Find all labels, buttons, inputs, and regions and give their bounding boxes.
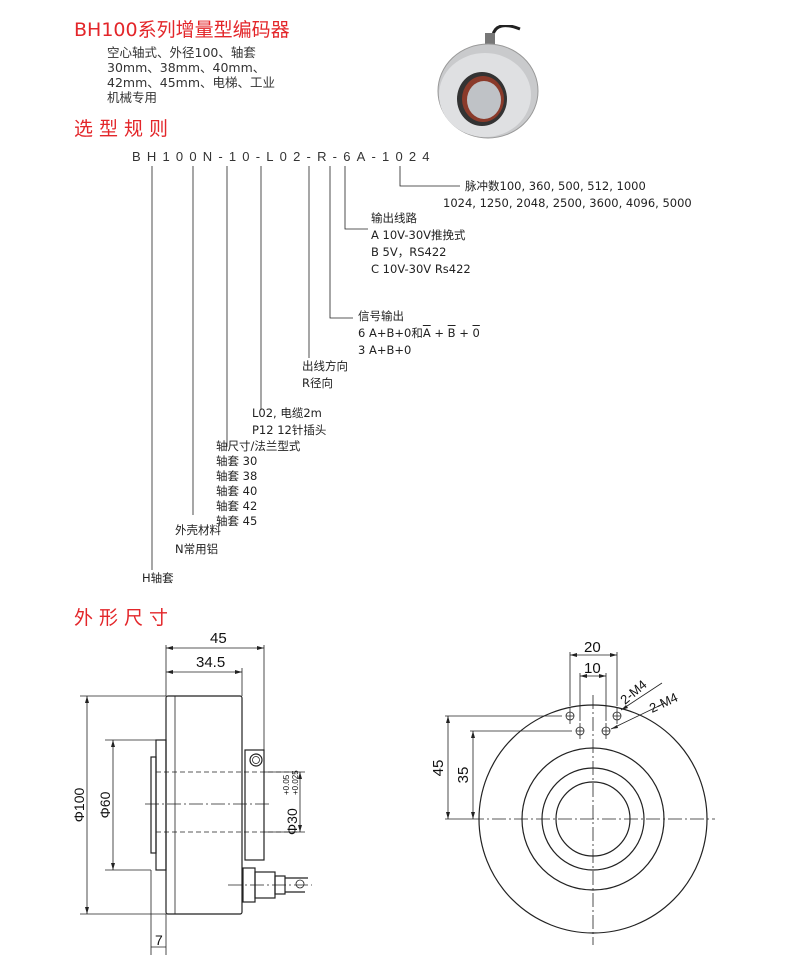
shaft-option: 轴套 45: [216, 514, 258, 528]
dim-7: 7: [155, 932, 163, 948]
connection-option: P12 12针插头: [252, 423, 327, 437]
dim-20: 20: [584, 639, 601, 656]
desc-line: 机械专用: [107, 90, 158, 105]
label-2-m4-b: 2-M4: [647, 690, 680, 716]
model-code: BH100N-10-L02-R-6A-1024: [132, 149, 436, 164]
dim-35: 35: [455, 767, 472, 784]
dim-45-front: 45: [430, 760, 447, 777]
encoder-photo: [437, 25, 539, 139]
signal-text: 6 A+B+0和: [358, 326, 423, 340]
desc-line: 空心轴式、外径100、轴套: [107, 45, 256, 60]
signal-option-3: 3 A+B+0: [358, 343, 412, 357]
signal-b-bar: B: [447, 326, 456, 340]
shaft-option: 轴套 30: [216, 454, 258, 468]
connection-option: L02, 电缆2m: [252, 406, 322, 420]
connection: L02, 电缆2m P12 12针插头: [252, 405, 326, 439]
pulses-line2: 1024, 1250, 2048, 2500, 3600, 4096, 5000: [443, 196, 692, 210]
front-view-drawing: 20 10 2-M4 2-M4 45 35: [430, 639, 715, 945]
output-circuit-title: 输出线路: [371, 211, 417, 225]
signal-output-title: 信号输出: [358, 309, 404, 323]
pulses-line1: 脉冲数100, 360, 500, 512, 1000: [465, 179, 646, 193]
dim-34-5: 34.5: [196, 654, 225, 671]
output-circuit: 输出线路 A 10V-30V推挽式 B 5V，RS422 C 10V-30V R…: [371, 210, 471, 278]
dim-phi30: Φ30: [284, 808, 300, 835]
product-title: BH100系列增量型编码器: [74, 19, 290, 41]
housing-option: N常用铝: [175, 542, 219, 556]
desc-line: 42mm、45mm、电梯、工业: [107, 75, 276, 90]
selection-heading: 选型规则: [74, 118, 175, 140]
dim-phi60: Φ60: [97, 791, 113, 818]
output-option: C 10V-30V Rs422: [371, 262, 471, 276]
tol-lower: +0.025: [291, 770, 300, 795]
label-2-m4-a: 2-M4: [617, 677, 649, 708]
tol-upper: +0.05: [282, 774, 291, 795]
selection-tree-lines: [151, 166, 460, 570]
signal-option-6: 6 A+B+0和A + B + 0: [358, 326, 480, 340]
housing-title: 外壳材料: [175, 523, 221, 537]
cable-direction-title: 出线方向: [302, 359, 348, 373]
dim-phi100: Φ100: [71, 788, 87, 823]
signal-output: 信号输出 6 A+B+0和A + B + 0 3 A+B+0: [358, 308, 480, 359]
dimensions-heading: 外形尺寸: [74, 607, 175, 629]
shaft-title: 轴尺寸/法兰型式: [216, 439, 301, 453]
desc-line: 30mm、38mm、40mm、: [107, 60, 266, 75]
signal-a-bar: A: [422, 326, 431, 340]
dim-45: 45: [210, 630, 227, 647]
cable-direction-option: R径向: [302, 376, 333, 390]
output-option: B 5V，RS422: [371, 245, 447, 259]
product-description: 空心轴式、外径100、轴套 30mm、38mm、40mm、 42mm、45mm、…: [107, 45, 275, 105]
shaft-option: 轴套 42: [216, 499, 258, 513]
output-option: A 10V-30V推挽式: [371, 228, 466, 242]
housing-material: 外壳材料 N常用铝: [175, 521, 221, 559]
dim-10: 10: [584, 660, 601, 677]
signal-0-bar: 0: [472, 326, 480, 340]
shaft-option: 轴套 40: [216, 484, 258, 498]
side-view-drawing: 45 34.5 Φ100 Φ60 Φ30 +0.05 +0.025 7: [71, 630, 312, 955]
shaft-size: 轴尺寸/法兰型式 轴套 30 轴套 38 轴套 40 轴套 42 轴套 45: [216, 439, 300, 529]
type-h: H轴套: [142, 571, 174, 585]
cable-direction: 出线方向 R径向: [302, 358, 348, 392]
shaft-option: 轴套 38: [216, 469, 258, 483]
